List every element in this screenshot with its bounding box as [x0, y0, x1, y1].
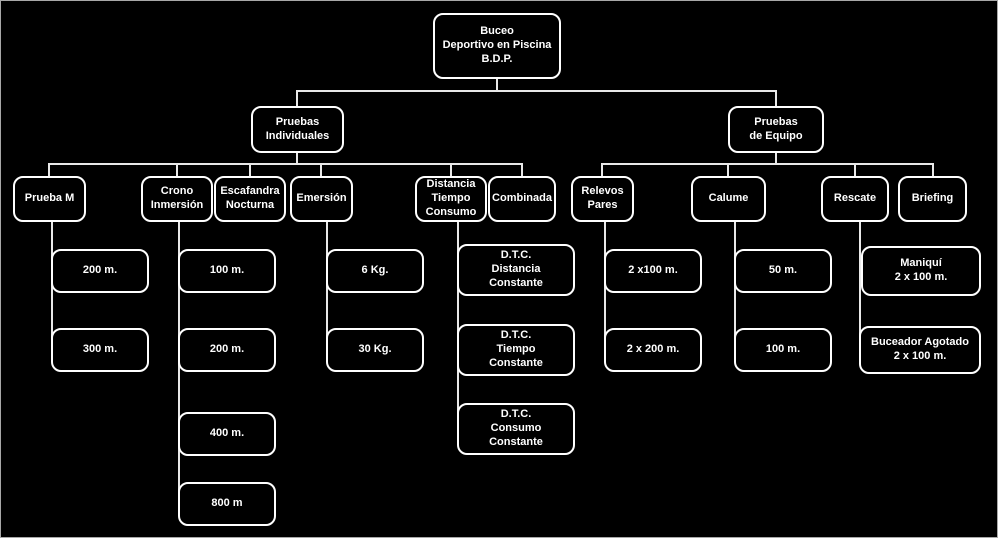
leaf-emersion-30kg-label: 30 Kg.	[358, 343, 392, 356]
leaf-rescate-buceador-agotado: Buceador Agotado 2 x 100 m.	[859, 326, 981, 374]
leaf-calume-50m: 50 m.	[734, 249, 832, 293]
leaf-crono-400m-label: 400 m.	[209, 427, 245, 440]
leaf-crono-800m-label: 800 m	[211, 497, 243, 510]
node-briefing-label: Briefing	[911, 192, 954, 205]
leaf-prueba-m-300m: 300 m.	[51, 328, 149, 372]
node-escafandra-nocturna: Escafandra Nocturna	[214, 176, 286, 222]
leaf-emersion-6kg-label: 6 Kg.	[361, 264, 389, 277]
leaf-dtc-consumo-constante: D.T.C. Consumo Constante	[457, 403, 575, 455]
node-pruebas-de-equipo: Pruebas de Equipo	[728, 106, 824, 153]
node-pruebas-individuales-label: Pruebas Individuales	[265, 115, 330, 142]
leaf-crono-400m: 400 m.	[178, 412, 276, 456]
node-calume-label: Calume	[708, 192, 749, 205]
leaf-dtc-distancia-constante: D.T.C. Distancia Constante	[457, 244, 575, 296]
node-rescate-label: Rescate	[833, 192, 877, 205]
leaf-rescate-maniqui: Maniquí 2 x 100 m.	[861, 246, 981, 296]
node-crono-inmersion-label: Crono Inmersión	[150, 185, 204, 211]
leaf-prueba-m-300m-label: 300 m.	[82, 343, 118, 356]
node-pruebas-de-equipo-label: Pruebas de Equipo	[749, 115, 803, 142]
leaf-dtc-tiempo-constante: D.T.C. Tiempo Constante	[457, 324, 575, 376]
node-emersion-label: Emersión	[296, 192, 347, 205]
leaf-crono-100m: 100 m.	[178, 249, 276, 293]
leaf-crono-200m-label: 200 m.	[209, 343, 245, 356]
leaf-crono-100m-label: 100 m.	[209, 264, 245, 277]
leaf-dtc-distancia-constante-label: D.T.C. Distancia Constante	[489, 249, 543, 289]
node-relevos-pares: Relevos Pares	[571, 176, 634, 222]
leaf-rescate-maniqui-label: Maniquí 2 x 100 m.	[894, 257, 948, 283]
leaf-calume-50m-label: 50 m.	[768, 264, 798, 277]
leaf-prueba-m-200m: 200 m.	[51, 249, 149, 293]
leaf-relevos-2x100m: 2 x100 m.	[604, 249, 702, 293]
node-root: Buceo Deportivo en Piscina B.D.P.	[433, 13, 561, 79]
leaf-prueba-m-200m-label: 200 m.	[82, 264, 118, 277]
leaf-calume-100m: 100 m.	[734, 328, 832, 372]
node-prueba-m-label: Prueba M	[24, 192, 75, 205]
leaf-relevos-2x200m-label: 2 x 200 m.	[626, 343, 680, 356]
leaf-crono-800m: 800 m	[178, 482, 276, 526]
leaf-rescate-buceador-agotado-label: Buceador Agotado 2 x 100 m.	[871, 336, 969, 362]
node-distancia-tiempo-consumo: Distancia Tiempo Consumo	[415, 176, 487, 222]
leaf-calume-100m-label: 100 m.	[765, 343, 801, 356]
node-combinada-label: Combinada	[492, 192, 552, 205]
node-root-label: Buceo Deportivo en Piscina B.D.P.	[442, 25, 552, 65]
node-escafandra-nocturna-label: Escafandra Nocturna	[220, 185, 280, 211]
node-pruebas-individuales: Pruebas Individuales	[251, 106, 344, 153]
node-calume: Calume	[691, 176, 766, 222]
node-prueba-m: Prueba M	[13, 176, 86, 222]
node-relevos-pares-label: Relevos Pares	[581, 185, 624, 211]
leaf-relevos-2x200m: 2 x 200 m.	[604, 328, 702, 372]
node-combinada: Combinada	[488, 176, 556, 222]
node-distancia-tiempo-consumo-label: Distancia Tiempo Consumo	[425, 178, 477, 218]
node-crono-inmersion: Crono Inmersión	[141, 176, 213, 222]
node-briefing: Briefing	[898, 176, 967, 222]
leaf-relevos-2x100m-label: 2 x100 m.	[628, 264, 678, 277]
node-emersion: Emersión	[290, 176, 353, 222]
leaf-crono-200m: 200 m.	[178, 328, 276, 372]
leaf-emersion-6kg: 6 Kg.	[326, 249, 424, 293]
leaf-dtc-consumo-constante-label: D.T.C. Consumo Constante	[489, 408, 543, 448]
node-rescate: Rescate	[821, 176, 889, 222]
leaf-emersion-30kg: 30 Kg.	[326, 328, 424, 372]
leaf-dtc-tiempo-constante-label: D.T.C. Tiempo Constante	[489, 329, 543, 369]
